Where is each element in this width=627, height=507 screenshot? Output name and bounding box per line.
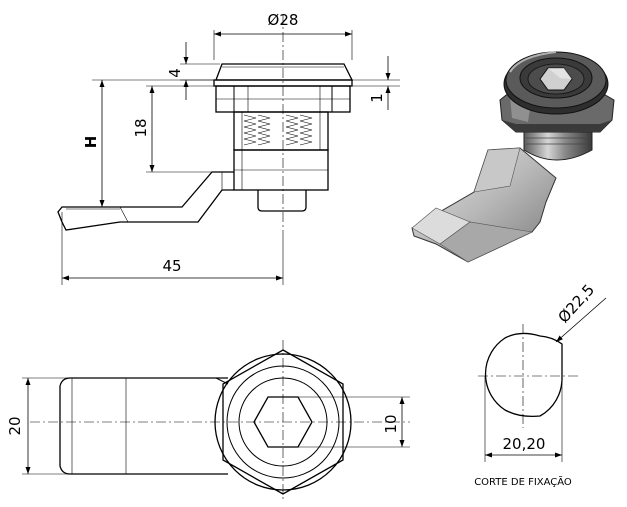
dim-head-4: 4	[166, 42, 220, 100]
dim-body-18: 18	[132, 85, 216, 173]
dim-cam-width-20: 20	[6, 377, 70, 475]
front-view	[30, 340, 410, 502]
dim-cutout-diameter: Ø22,5	[554, 281, 607, 343]
label-cam-width-20: 20	[6, 416, 24, 435]
thread-lines	[241, 112, 321, 150]
cutout-caption: CORTE DE FIXAÇÃO	[474, 475, 572, 488]
dim-diameter-28: Ø28	[213, 11, 353, 60]
label-cam-45: 45	[162, 257, 181, 275]
dim-flange-1: 1	[352, 56, 400, 110]
dim-cutout-flat: 20,20 CORTE DE FIXAÇÃO	[474, 376, 572, 488]
lock-3d-render	[411, 51, 615, 263]
dim-hex-10: 10	[298, 396, 410, 448]
label-diameter-28: Ø28	[268, 11, 299, 29]
label-cutout-flat: 20,20	[503, 435, 546, 453]
mounting-cutout	[478, 324, 578, 428]
label-flange-1: 1	[368, 93, 386, 103]
dim-cam-45: 45	[61, 212, 284, 285]
label-height-H: H	[82, 136, 100, 149]
label-body-18: 18	[132, 118, 150, 137]
label-cutout-diameter: Ø22,5	[554, 281, 598, 327]
label-hex-10: 10	[382, 414, 400, 433]
dim-height-H: H	[82, 79, 214, 207]
label-head-4: 4	[166, 68, 184, 78]
